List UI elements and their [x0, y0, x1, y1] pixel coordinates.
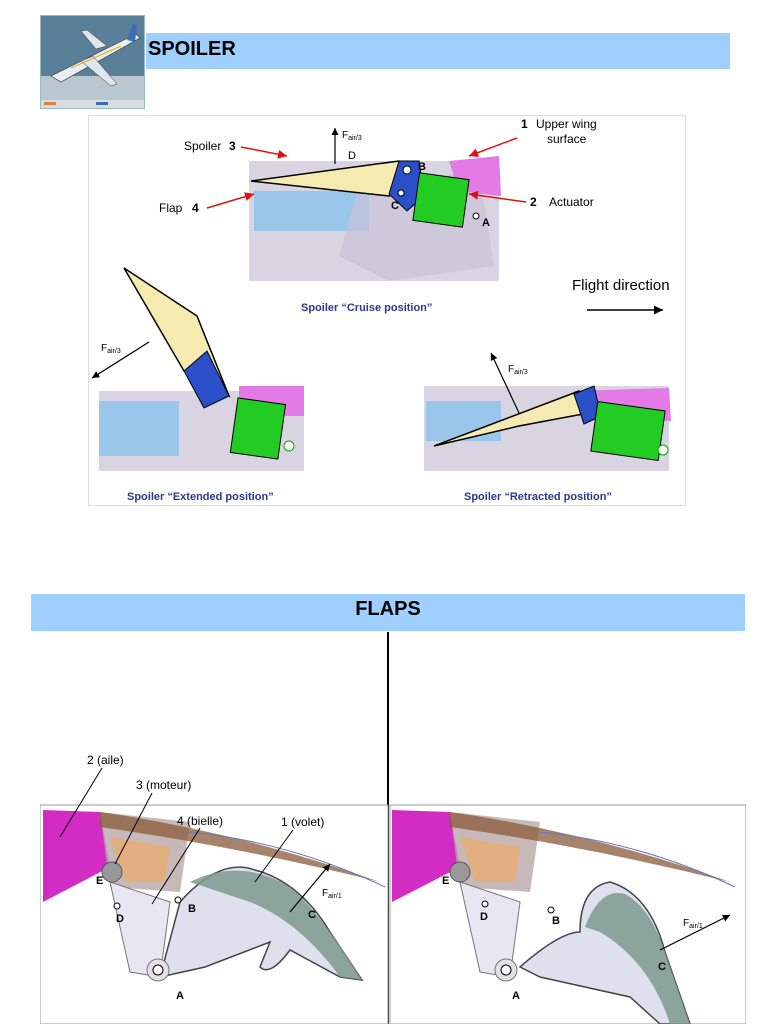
point-B-label: B — [418, 161, 426, 173]
flaps-right-point-E: E — [442, 875, 449, 887]
retracted-mechanism — [424, 385, 671, 471]
label-upper-wing-line1: Upper wing — [536, 117, 597, 131]
retracted-force-label: Fair/3 — [508, 364, 528, 376]
label-moteur: 3 (moteur) — [136, 778, 191, 792]
flaps-right-mechanism — [392, 810, 736, 1024]
flaps-left-point-B: B — [188, 903, 196, 915]
label-bielle: 4 (bielle) — [177, 814, 223, 828]
moteur-leader — [114, 792, 153, 865]
flaps-left-point-C: C — [308, 909, 316, 921]
extended-force-label: Fair/3 — [101, 343, 121, 355]
caption-extended: Spoiler “Extended position” — [127, 491, 274, 503]
flaps-left-mechanism — [43, 810, 386, 982]
aile-leader — [59, 767, 103, 838]
flaps-right-point-C: C — [658, 961, 666, 973]
point-A-label: A — [482, 217, 490, 229]
bielle-leader — [151, 827, 201, 905]
flaps-right-point-B: B — [552, 915, 560, 927]
flaps-left-point-E: E — [96, 875, 103, 887]
extended-force-arrow — [91, 341, 150, 379]
flaps-left-force-arrow — [289, 863, 331, 913]
cruise-mechanism — [249, 156, 501, 281]
spoiler-diagram-panel: Fair/3 D B C A 1 Upper wing surface Spoi… — [88, 115, 686, 506]
label-spoiler: Spoiler — [184, 139, 221, 153]
label-flap: Flap — [159, 201, 183, 215]
flaps-right-point-A: A — [512, 990, 520, 1002]
flaps-right-point-D: D — [480, 911, 488, 923]
label-volet: 1 (volet) — [281, 815, 324, 829]
label-aile: 2 (aile) — [87, 753, 124, 767]
volet-leader — [254, 829, 294, 883]
flaps-left-force-label: Fair/1 — [322, 888, 342, 900]
label-number-1: 1 — [521, 117, 528, 131]
point-C-label: C — [391, 200, 399, 212]
caption-cruise: Spoiler “Cruise position” — [301, 302, 432, 314]
extended-mechanism — [99, 267, 304, 471]
flaps-left-point-A: A — [176, 990, 184, 1002]
flight-direction-label: Flight direction — [572, 277, 670, 294]
aircraft-thumbnail — [40, 15, 145, 109]
label-number-2: 2 — [530, 195, 537, 209]
actuator-arrow — [468, 190, 527, 203]
flaps-section-title: FLAPS — [31, 594, 745, 631]
spoiler-section-title: SPOILER — [146, 33, 730, 69]
label-upper-wing-line2: surface — [547, 132, 587, 146]
aircraft-illustration — [41, 16, 144, 108]
flaps-diagram-area: 2 (aile) 3 (moteur) 4 (bielle) 1 (volet)… — [40, 632, 746, 1024]
flaps-diagram: 2 (aile) 3 (moteur) 4 (bielle) 1 (volet)… — [40, 632, 746, 1024]
label-actuator: Actuator — [549, 195, 594, 209]
spoiler-arrow — [240, 146, 288, 159]
spoiler-diagram: Fair/3 D B C A 1 Upper wing surface Spoi… — [91, 117, 671, 503]
flaps-right-force-arrow — [659, 914, 731, 951]
cruise-force-label: Fair/3 — [342, 130, 362, 142]
upper-wing-arrow — [468, 137, 518, 158]
flaps-right-force-label: Fair/1 — [683, 918, 703, 930]
label-number-3: 3 — [229, 139, 236, 153]
flap-arrow — [206, 192, 255, 209]
flaps-left-point-D: D — [116, 913, 124, 925]
caption-retracted: Spoiler “Retracted position” — [464, 491, 612, 503]
label-number-4: 4 — [192, 201, 199, 215]
retracted-force-arrow — [490, 352, 520, 414]
point-D-label: D — [348, 150, 356, 162]
